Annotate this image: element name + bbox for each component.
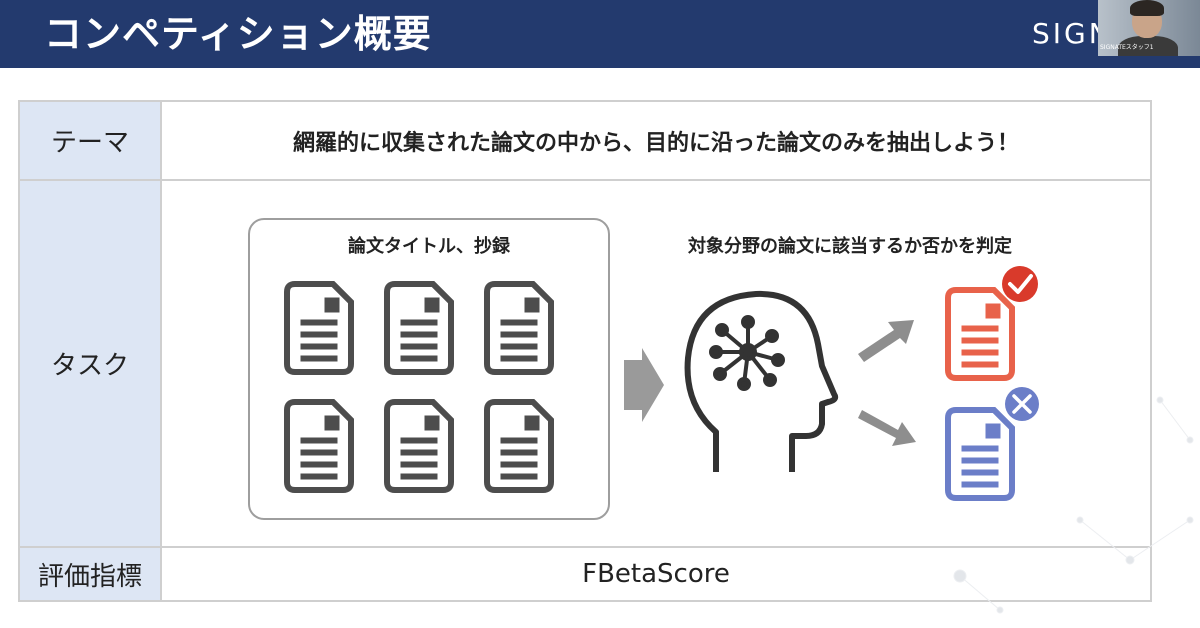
document-icon [487, 402, 551, 490]
document-icon [387, 284, 451, 372]
arrow-down-right-icon [858, 410, 916, 446]
arrow-right-icon [624, 348, 664, 422]
document-icon [287, 284, 351, 372]
document-icon [287, 402, 351, 490]
cross-icon [1005, 387, 1039, 421]
arrow-up-right-icon [858, 320, 914, 362]
brain-head-icon [688, 294, 836, 472]
document-icon [387, 402, 451, 490]
relevant-document-icon [948, 290, 1012, 378]
irrelevant-document-icon [948, 410, 1012, 498]
document-icon [487, 284, 551, 372]
check-icon [1002, 266, 1038, 302]
